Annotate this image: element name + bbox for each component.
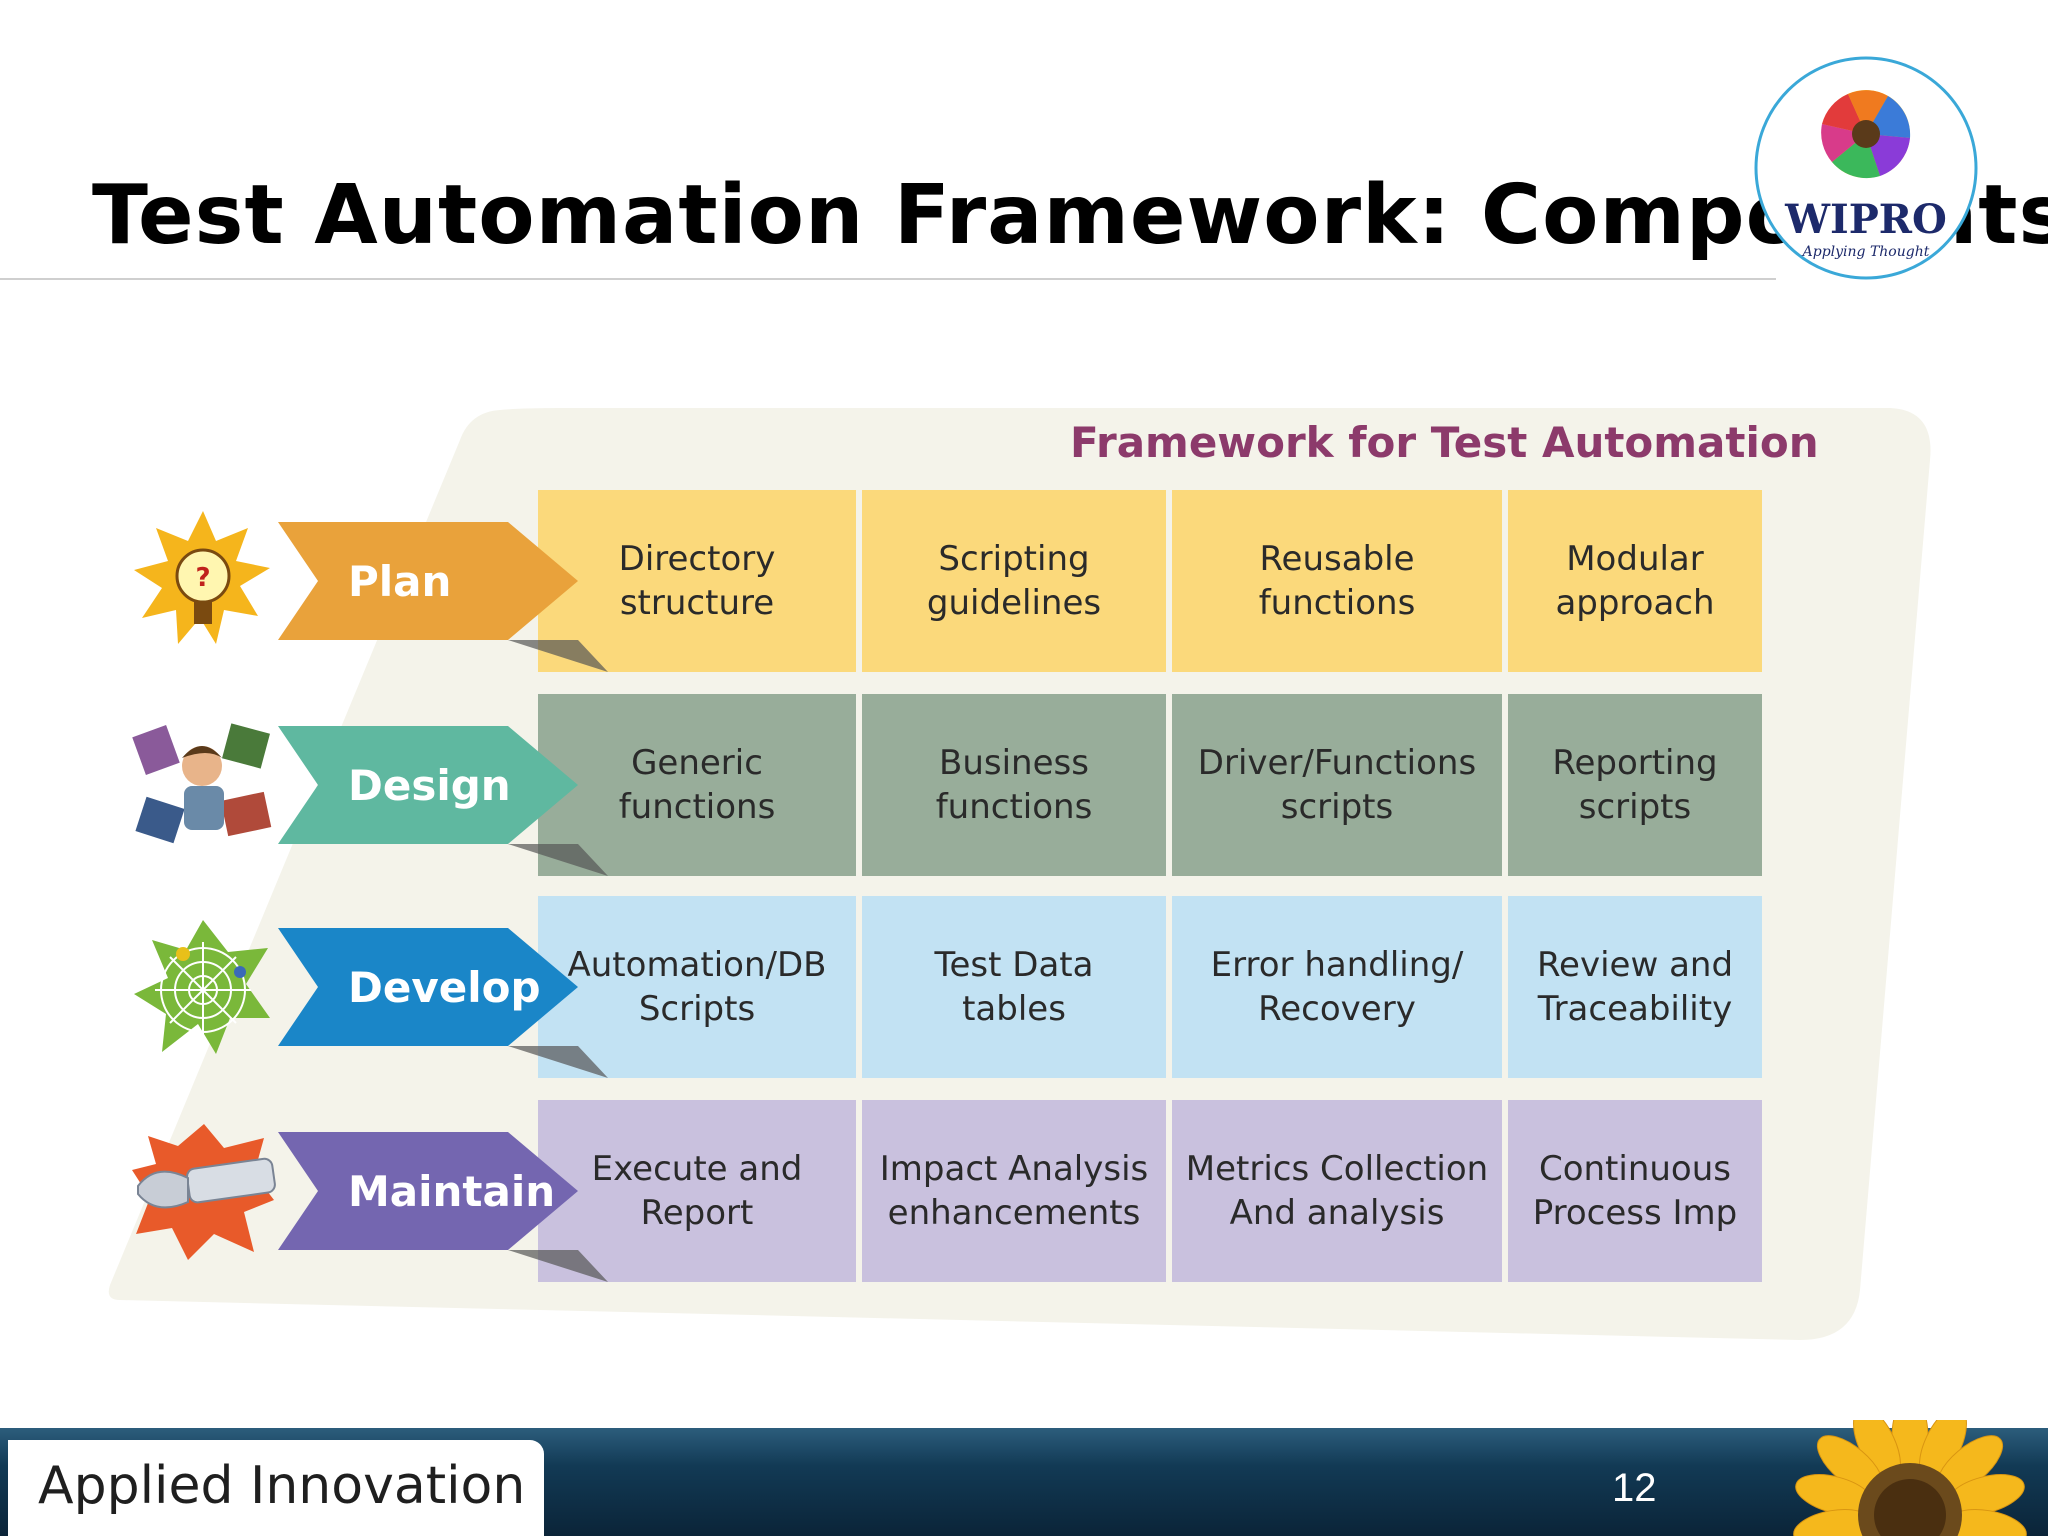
framework-cell: Business functions: [862, 694, 1166, 876]
framework-cell: Execute and Report: [538, 1100, 856, 1282]
framework-cell: Automation/DB Scripts: [538, 896, 856, 1078]
footer-brand-box: Applied Innovation: [8, 1440, 544, 1536]
framework-cell-text: Impact Analysis enhancements: [879, 1149, 1149, 1233]
framework-cell-text: Business functions: [935, 743, 1093, 827]
framework-cell-text: Scripting guidelines: [926, 539, 1102, 623]
footer-brand-text: Applied Innovation: [38, 1456, 526, 1516]
wipro-logo: WIPRO Applying Thought: [1754, 56, 1978, 280]
phase-arrow-design: Design: [278, 726, 608, 876]
framework-cell-text: Test Data tables: [934, 945, 1094, 1029]
framework-cell-text: Automation/DB Scripts: [567, 945, 827, 1029]
framework-cell-text: Directory structure: [618, 539, 776, 623]
framework-cell-text: Execute and Report: [591, 1149, 803, 1233]
framework-cell: Impact Analysis enhancements: [862, 1100, 1166, 1282]
wrench-icon: [128, 1116, 278, 1266]
framework-cell: Review and Traceability: [1508, 896, 1762, 1078]
slide-title: Test Automation Framework: Components: [92, 168, 2048, 263]
logo-badge-icon: [1754, 56, 1978, 280]
phase-arrow-develop: Develop: [278, 928, 608, 1078]
framework-cell: Error handling/ Recovery: [1172, 896, 1502, 1078]
phase-label: Develop: [348, 962, 541, 1012]
phase-arrow-plan: Plan: [278, 522, 608, 672]
framework-cell: Directory structure: [538, 490, 856, 672]
phase-label: Plan: [348, 556, 452, 606]
sunflower-icon: [1740, 1420, 2048, 1536]
framework-cell-text: Error handling/ Recovery: [1210, 945, 1464, 1029]
phase-arrow-maintain: Maintain: [278, 1132, 608, 1282]
framework-cell-text: Driver/Functions scripts: [1197, 743, 1477, 827]
framework-cell-text: Modular approach: [1555, 539, 1715, 623]
framework-cell: Test Data tables: [862, 896, 1166, 1078]
designer-icon: [128, 710, 278, 860]
framework-cell-text: Reusable functions: [1258, 539, 1416, 623]
framework-cell: Generic functions: [538, 694, 856, 876]
framework-cell-text: Generic functions: [618, 743, 776, 827]
phase-label: Design: [348, 760, 511, 810]
svg-text:?: ?: [195, 563, 210, 593]
title-divider: [0, 278, 1776, 280]
phase-label: Maintain: [348, 1166, 556, 1216]
framework-cell-text: Review and Traceability: [1536, 945, 1734, 1029]
framework-cell: Metrics Collection And analysis: [1172, 1100, 1502, 1282]
lightbulb-icon: ?: [128, 506, 278, 656]
logo-tagline: Applying Thought: [1802, 244, 1930, 260]
framework-cell: Scripting guidelines: [862, 490, 1166, 672]
framework-cell: Reporting scripts: [1508, 694, 1762, 876]
framework-cell-text: Metrics Collection And analysis: [1185, 1149, 1489, 1233]
framework-cell-text: Reporting scripts: [1552, 743, 1718, 827]
framework-cell: Driver/Functions scripts: [1172, 694, 1502, 876]
logo-brand: WIPRO: [1785, 196, 1947, 243]
framework-cell-text: Continuous Process Imp: [1532, 1149, 1738, 1233]
web-icon: [128, 912, 278, 1062]
page-number: 12: [1612, 1466, 1657, 1510]
framework-heading: Framework for Test Automation: [1070, 418, 1819, 467]
framework-cell: Modular approach: [1508, 490, 1762, 672]
framework-cell: Continuous Process Imp: [1508, 1100, 1762, 1282]
framework-cell: Reusable functions: [1172, 490, 1502, 672]
